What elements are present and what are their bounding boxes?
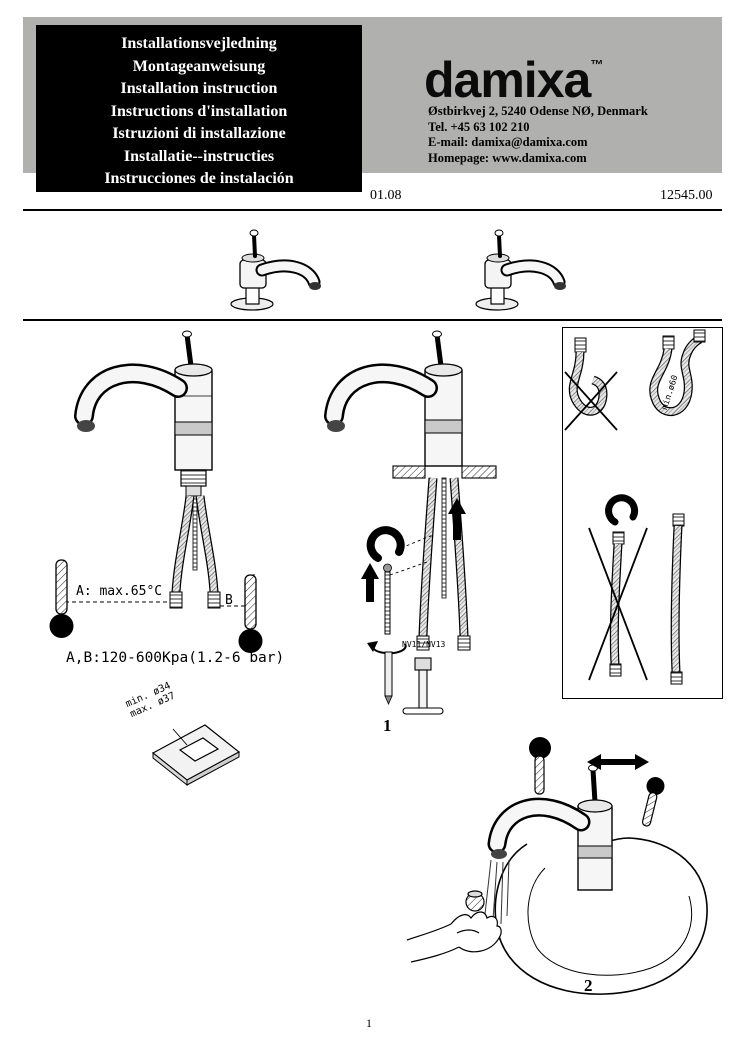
company-address: Østbirkvej 2, 5240 Odense NØ, Denmark <box>428 104 648 118</box>
brand-wordmark: damixa <box>424 52 591 108</box>
arrow-up-icon <box>361 563 379 602</box>
company-phone: Tel. +45 63 102 210 <box>428 119 530 134</box>
leader-lines <box>389 534 434 576</box>
company-homepage: Homepage: www.damixa.com <box>428 150 587 165</box>
hose-correct-illustration <box>670 513 685 685</box>
page-number: 1 <box>366 1016 372 1030</box>
step-1-number: 1 <box>383 716 392 735</box>
thermometer-a-icon <box>49 559 74 638</box>
water-spray-icon <box>484 859 510 925</box>
threaded-stud-icon <box>383 563 392 635</box>
double-arrow-icon <box>587 754 649 770</box>
language-line: Instructions d'installation <box>110 102 288 120</box>
hose-wrong-illustration <box>609 531 625 677</box>
pressure-range-label: A,B:120-600Kpa(1.2-6 bar) <box>66 650 285 666</box>
supply-hoses-illustration <box>416 477 471 651</box>
language-line: Installatie--instructies <box>123 147 275 165</box>
mounting-hole-illustration <box>125 695 265 795</box>
language-line: Installation instruction <box>120 80 278 97</box>
hose-sharp-bend-illustration <box>568 337 608 416</box>
step-2-number: 2 <box>584 976 593 995</box>
language-line: Instrucciones de instalación <box>104 170 294 187</box>
figure-step-1 <box>315 330 500 730</box>
horizontal-rule <box>23 319 722 321</box>
horizontal-rule <box>23 209 722 211</box>
document-date: 01.08 <box>370 188 402 203</box>
language-list-box: Installationsvejledning Montageanweisung… <box>36 25 362 192</box>
document-number: 12545.00 <box>660 188 713 203</box>
wrench-size-label: NV11/NV13 <box>402 640 446 649</box>
countertop-cross-section <box>392 465 497 479</box>
cold-supply-label: B <box>225 593 233 608</box>
faucet-model-illustration-left <box>196 224 331 319</box>
language-line: Installationsvejledning <box>121 35 277 52</box>
arrow-up-shaft <box>453 514 461 540</box>
thermometer-b-icon <box>238 574 263 653</box>
hand-icon <box>406 890 502 963</box>
hose-handling-panel <box>562 327 723 699</box>
company-email: E-mail: damixa@damixa.com <box>428 135 588 149</box>
cross-out-icon <box>564 371 618 431</box>
figure-step-2 <box>405 728 720 1013</box>
brand-logo: damixa™ <box>424 40 603 105</box>
rotate-arrow-icon <box>367 641 407 655</box>
figure-requirements <box>40 330 280 680</box>
thermometer-icon <box>529 737 551 795</box>
supply-hoses-illustration <box>169 495 221 609</box>
driver-tool-icon <box>384 651 393 705</box>
language-line: Istruzioni di installazione <box>112 125 286 142</box>
faucet-model-illustration-right <box>441 224 576 319</box>
language-line: Montageanweisung <box>132 57 266 75</box>
deck-plate-icon <box>151 724 241 787</box>
faucet-illustration <box>487 764 613 891</box>
hose-min-radius-illustration <box>649 329 706 417</box>
max-temperature-label: A: max.65°C <box>76 584 163 599</box>
clamp-icon <box>605 494 639 526</box>
socket-wrench-icon <box>402 657 444 715</box>
faucet-illustration <box>324 330 463 467</box>
clamp-icon <box>366 526 405 562</box>
trademark-symbol: ™ <box>590 57 604 72</box>
faucet-icon <box>475 229 566 311</box>
company-contact-block: Østbirkvej 2, 5240 Odense NØ, Denmark Te… <box>428 104 648 166</box>
faucet-icon <box>230 229 321 311</box>
thermometer-icon <box>641 777 665 827</box>
cross-out-icon <box>588 527 648 681</box>
faucet-illustration <box>74 330 213 497</box>
